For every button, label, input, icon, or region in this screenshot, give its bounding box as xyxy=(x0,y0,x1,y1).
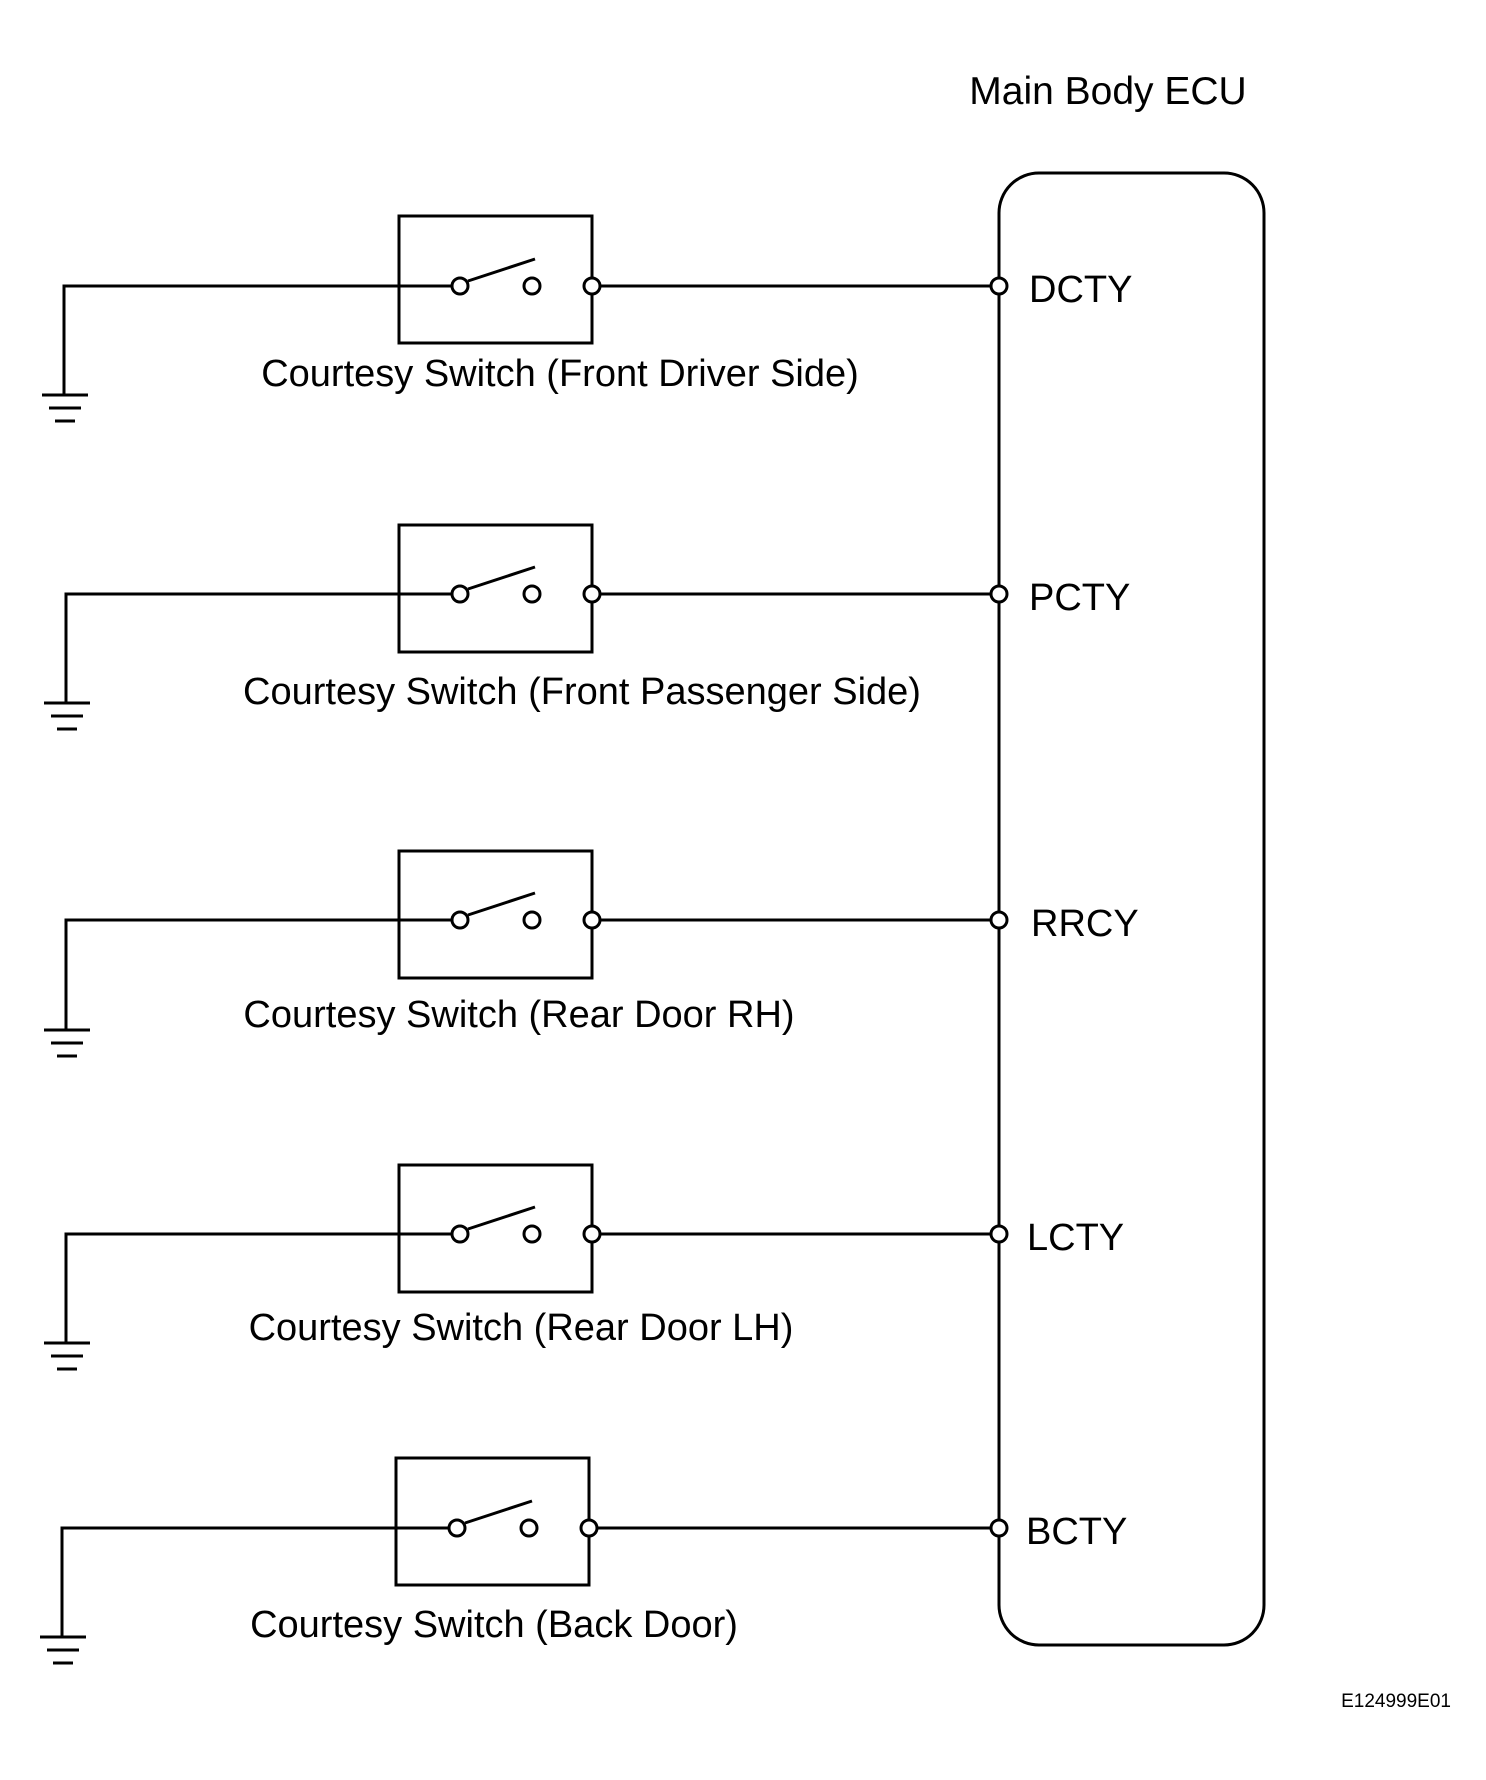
courtesy-switch-box xyxy=(394,1456,591,1587)
switch-contact-moving xyxy=(522,910,542,930)
ecu-pin-terminal xyxy=(989,910,1009,930)
circuit-dcty: Courtesy Switch (Front Driver Side) DCTY xyxy=(42,214,1132,423)
switch-contact-moving xyxy=(522,1224,542,1244)
switch-label: Courtesy Switch (Back Door) xyxy=(250,1604,738,1646)
ecu-pin-label: PCTY xyxy=(1029,577,1130,619)
switch-contact-moving xyxy=(522,276,542,296)
switch-contact-lever xyxy=(467,257,536,283)
circuit-pcty: Courtesy Switch (Front Passenger Side) P… xyxy=(44,523,1130,731)
ecu-pin-label: DCTY xyxy=(1029,269,1132,311)
ecu-pin-terminal xyxy=(989,276,1009,296)
ecu-pin-terminal xyxy=(989,584,1009,604)
ecu-pin-label: LCTY xyxy=(1027,1217,1124,1259)
ground-wire xyxy=(64,918,459,1030)
courtesy-switch-box xyxy=(397,849,594,980)
switch-label: Courtesy Switch (Front Passenger Side) xyxy=(243,671,921,713)
ecu-pin-label: RRCY xyxy=(1031,903,1139,945)
switch-contact-lever xyxy=(467,1205,536,1231)
switch-terminal xyxy=(582,910,602,930)
ground-icon xyxy=(42,393,88,423)
switch-contact-lever xyxy=(464,1499,533,1525)
ground-wire xyxy=(62,284,459,395)
switch-contact-fixed xyxy=(450,1224,470,1244)
ground-icon xyxy=(40,1635,86,1665)
switch-terminal xyxy=(582,1224,602,1244)
switch-contact-fixed xyxy=(447,1518,467,1538)
ground-wire xyxy=(60,1526,456,1637)
ground-icon xyxy=(44,1028,90,1058)
switch-label: Courtesy Switch (Rear Door RH) xyxy=(243,994,794,1036)
switch-terminal xyxy=(582,584,602,604)
switch-terminal xyxy=(582,276,602,296)
ground-wire xyxy=(64,592,459,703)
ecu-pin-terminal xyxy=(989,1518,1009,1538)
switch-contact-lever xyxy=(467,565,536,591)
switch-contact-moving xyxy=(519,1518,539,1538)
ecu-pin-label: BCTY xyxy=(1026,1511,1127,1553)
switch-contact-fixed xyxy=(450,584,470,604)
circuit-bcty: Courtesy Switch (Back Door) BCTY xyxy=(40,1456,1127,1665)
ecu-box xyxy=(997,171,1266,1647)
courtesy-switch-box xyxy=(397,214,594,345)
ground-icon xyxy=(44,1341,90,1371)
ecu-title: Main Body ECU xyxy=(969,70,1246,113)
circuit-lcty: Courtesy Switch (Rear Door LH) LCTY xyxy=(44,1163,1124,1371)
switch-contact-fixed xyxy=(450,276,470,296)
ecu-pin-terminal xyxy=(989,1224,1009,1244)
circuit-rrcy: Courtesy Switch (Rear Door RH) RRCY xyxy=(44,849,1139,1058)
switch-contact-fixed xyxy=(450,910,470,930)
courtesy-switch-box xyxy=(397,523,594,654)
switch-label: Courtesy Switch (Front Driver Side) xyxy=(261,353,859,395)
switch-label: Courtesy Switch (Rear Door LH) xyxy=(249,1307,794,1349)
switch-contact-lever xyxy=(467,891,536,917)
switch-terminal xyxy=(579,1518,599,1538)
switch-contact-moving xyxy=(522,584,542,604)
figure-code: E124999E01 xyxy=(1341,1691,1451,1712)
courtesy-switch-box xyxy=(397,1163,594,1294)
ground-wire xyxy=(64,1232,459,1343)
ground-icon xyxy=(44,701,90,731)
